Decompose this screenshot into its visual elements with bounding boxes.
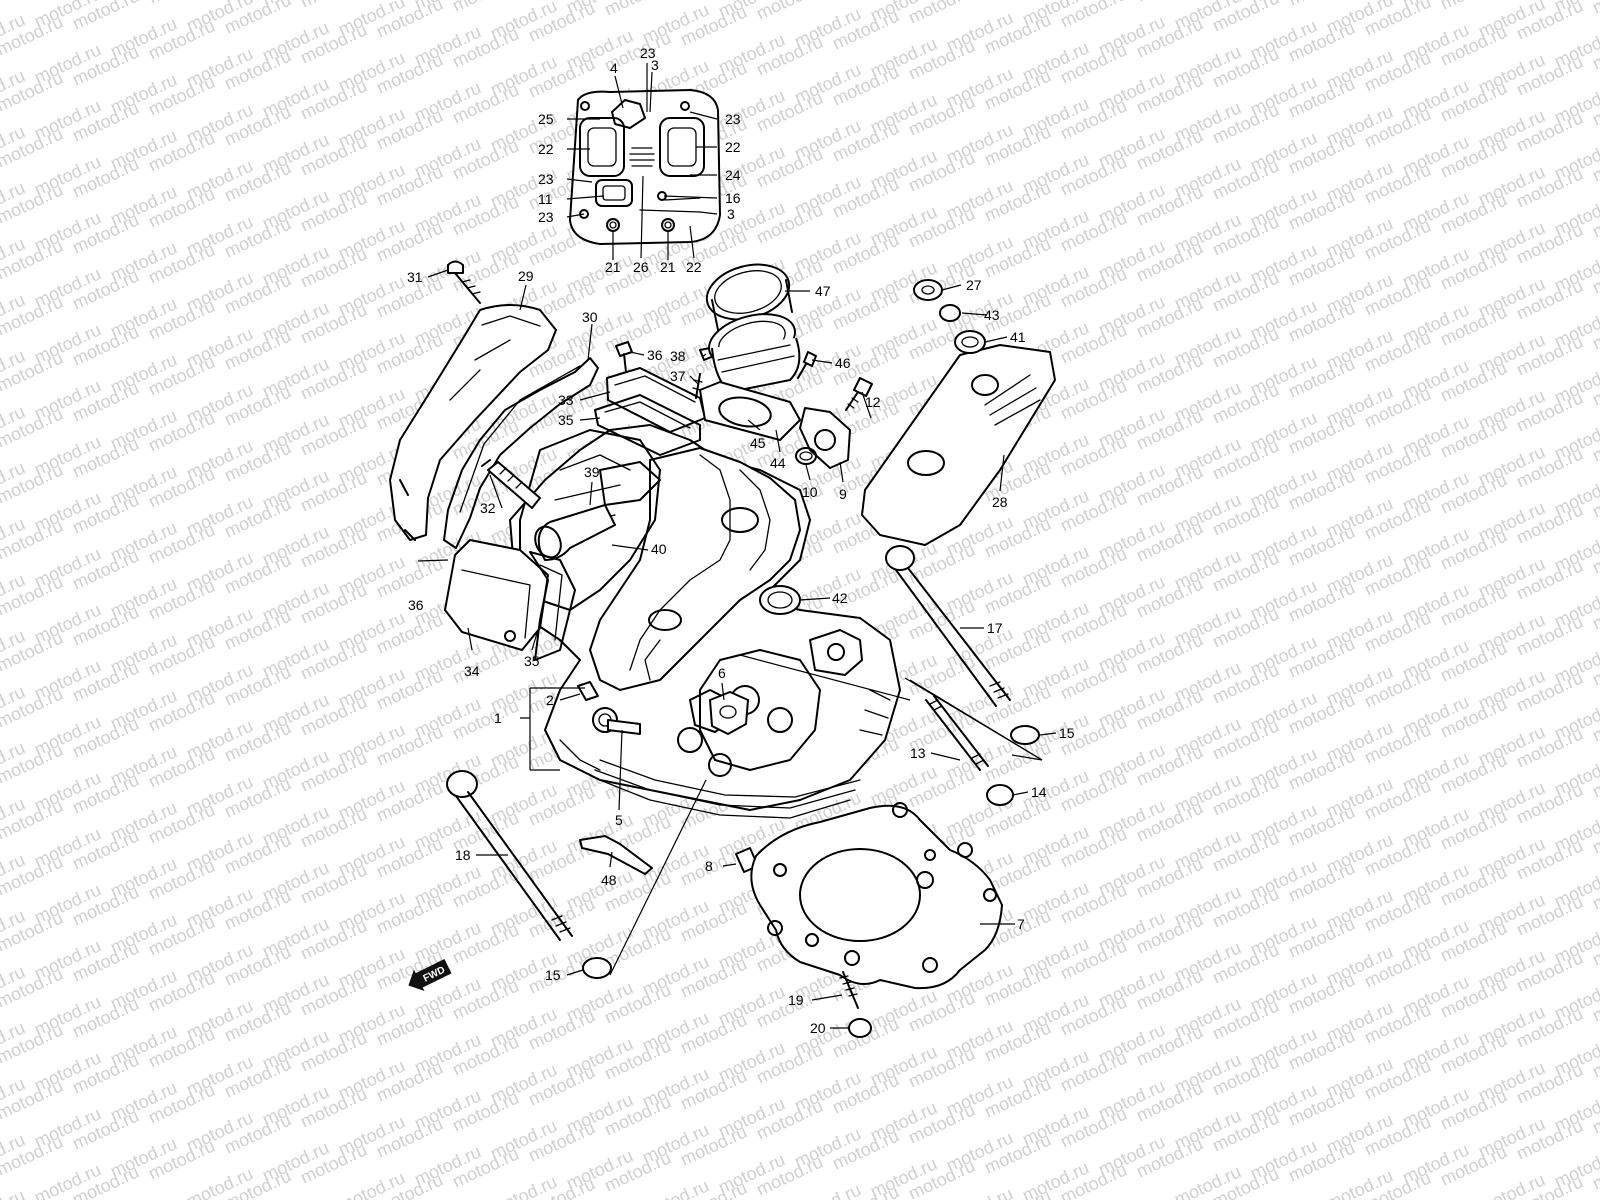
callout-label: 2 <box>546 692 554 708</box>
cylinder-head-body <box>509 424 901 819</box>
callout-label: 6 <box>718 665 726 681</box>
cover-33 <box>606 367 706 433</box>
callout-label: 19 <box>788 992 804 1008</box>
callout-label: 46 <box>835 355 851 371</box>
callout-label: 16 <box>725 190 741 206</box>
callout-label: 23 <box>538 209 554 225</box>
nut-14 <box>986 784 1014 806</box>
side-cover-28 <box>861 344 1056 546</box>
callout-label: 18 <box>455 847 471 863</box>
callout-label: 27 <box>966 277 982 293</box>
callout-label: 11 <box>538 191 553 207</box>
watermark-text: motod.ru <box>1589 0 1600 18</box>
callout-label: 22 <box>538 141 554 157</box>
callout-label: 13 <box>910 745 926 761</box>
callout-label: 45 <box>750 435 766 451</box>
callout-label: 40 <box>651 541 667 557</box>
callout-label: 4 <box>610 60 618 76</box>
callout-label: 21 <box>605 259 621 275</box>
callout-label: 34 <box>464 663 480 679</box>
callout-label: 32 <box>480 500 496 516</box>
callout-label: 23 <box>538 171 554 187</box>
cylinder-head-top-view <box>569 89 721 245</box>
head-gasket-7 <box>750 802 1003 990</box>
callout-label: 48 <box>601 872 617 888</box>
fwd-arrow-badge: FWD <box>408 959 452 992</box>
callout-label: 35 <box>558 412 574 428</box>
o-ring-10 <box>795 447 817 465</box>
washer-15-left <box>582 957 612 979</box>
callout-label: 36 <box>647 347 663 363</box>
bolt-31 <box>447 260 481 304</box>
callout-label: 9 <box>839 486 847 502</box>
callout-label: 3 <box>727 206 735 222</box>
callout-label: 25 <box>538 111 554 127</box>
intake-boot-47 <box>705 263 801 393</box>
callout-label: 22 <box>725 139 741 155</box>
washer-15-right <box>1010 725 1040 745</box>
callout-label: 30 <box>582 309 598 325</box>
callout-label: 42 <box>832 590 848 606</box>
callout-label: 3 <box>651 57 659 73</box>
callout-label: 39 <box>584 464 600 480</box>
callout-label: 15 <box>1059 725 1075 741</box>
callout-label: 7 <box>1017 916 1025 932</box>
grommet-43 <box>939 304 961 322</box>
fitting-9 <box>799 407 851 469</box>
callout-label: 5 <box>615 812 623 828</box>
cap-27 <box>913 279 943 301</box>
callout-label: 28 <box>992 494 1008 510</box>
callout-label: 29 <box>518 268 534 284</box>
grommet-41 <box>954 330 986 354</box>
plate-48 <box>579 835 653 875</box>
nut-20 <box>848 1018 872 1038</box>
callout-label: 24 <box>725 167 741 183</box>
callout-label: 35 <box>524 653 540 669</box>
callout-label: 14 <box>1031 784 1047 800</box>
callout-label: 44 <box>770 455 786 471</box>
callout-label: 10 <box>802 484 818 500</box>
callout-label: 22 <box>686 259 702 275</box>
callout-label: 12 <box>865 394 881 410</box>
bolt-36-top <box>615 341 633 373</box>
callout-label: 8 <box>705 858 713 874</box>
callout-label: 41 <box>1010 329 1026 345</box>
callout-label: 37 <box>670 368 686 384</box>
bolt-46 <box>797 351 817 379</box>
callout-label: 1 <box>494 710 502 726</box>
callout-label: 47 <box>815 283 831 299</box>
callout-label: 36 <box>408 597 424 613</box>
callout-label: 38 <box>670 348 686 364</box>
intake-flange-45 <box>699 381 801 441</box>
callout-label: 33 <box>558 392 574 408</box>
callout-label: 17 <box>987 620 1003 636</box>
callout-label: 20 <box>810 1020 826 1036</box>
cap-42 <box>759 585 801 615</box>
callout-label: 23 <box>725 111 741 127</box>
callout-label: 26 <box>633 259 649 275</box>
callout-label: 15 <box>545 967 561 983</box>
callout-label: 21 <box>660 259 676 275</box>
callout-label: 43 <box>984 307 1000 323</box>
callout-label: 31 <box>407 269 423 285</box>
